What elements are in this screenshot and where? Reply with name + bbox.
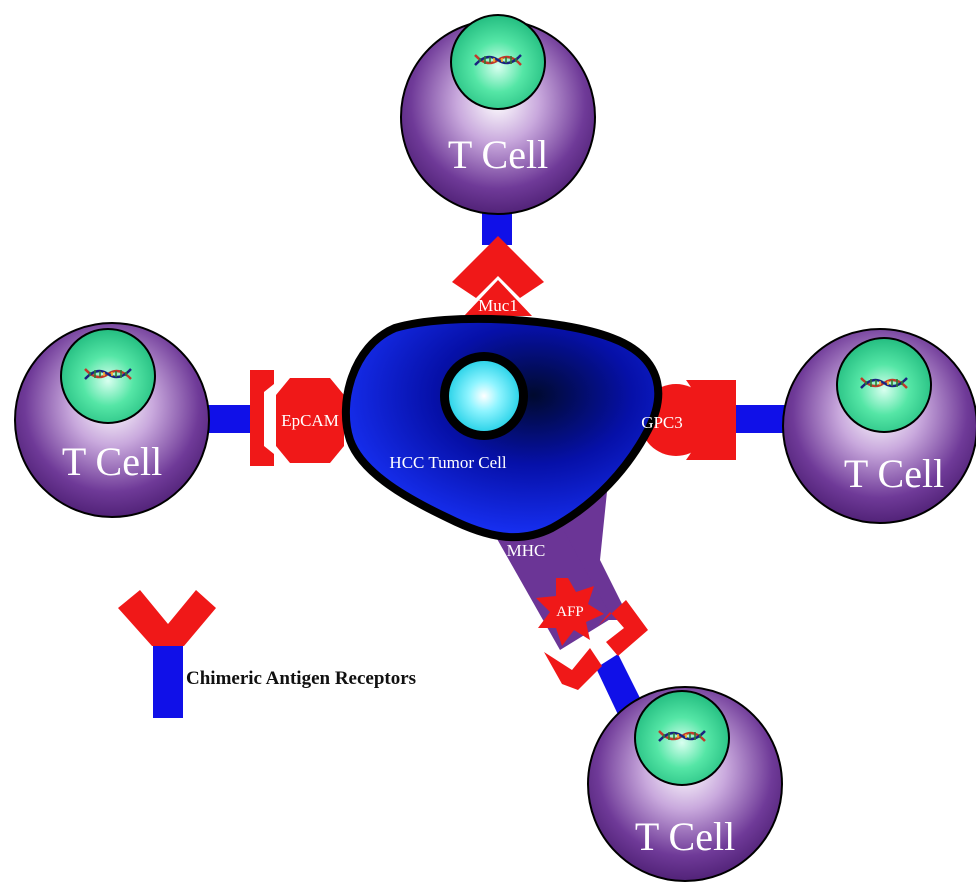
muc1-label: Muc1	[478, 296, 518, 315]
legend-receptor-head	[118, 590, 216, 646]
tcell-left: T Cell	[14, 322, 210, 518]
gpc3-label: GPC3	[641, 413, 683, 432]
afp-antigen	[536, 578, 604, 646]
epcam-label: EpCAM	[281, 411, 339, 430]
mhc-label: MHC	[507, 541, 546, 560]
tcell-bottom: T Cell	[587, 686, 783, 882]
tcell-label: T Cell	[635, 814, 735, 859]
tumor-nucleus	[449, 361, 519, 431]
tumor-cell-label: HCC Tumor Cell	[389, 453, 506, 472]
tcell-top: T Cell	[400, 14, 596, 215]
tumor-cell	[341, 314, 663, 542]
tcell-label: T Cell	[448, 132, 548, 177]
afp-label: AFP	[556, 604, 584, 620]
tcell-label: T Cell	[844, 451, 944, 496]
legend-receptor-stem	[153, 634, 183, 718]
tcell-label: T Cell	[62, 439, 162, 484]
legend-label: Chimeric Antigen Receptors	[186, 668, 416, 689]
legend: Chimeric Antigen Receptors	[118, 590, 416, 718]
tcell-right: T Cell	[782, 328, 976, 524]
